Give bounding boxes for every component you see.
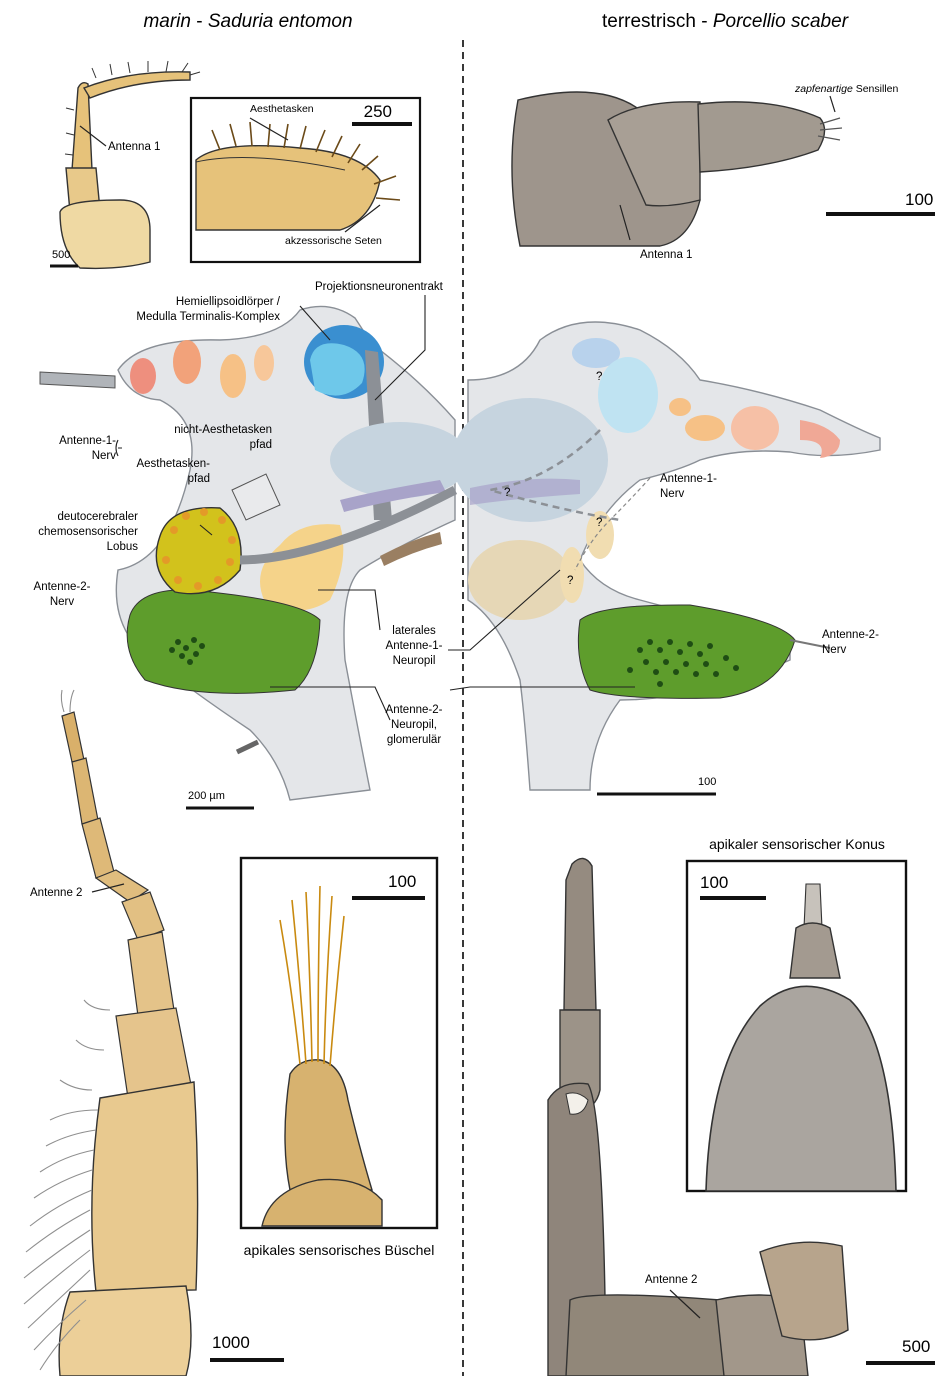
antenna2-left-drawing	[24, 690, 198, 1376]
inset-konus	[687, 861, 906, 1191]
lateral-label-2: Antenne-1-	[386, 640, 443, 652]
akzessorische-label: akzessorische Seten	[285, 235, 382, 247]
aesthetasken-label: Aesthetasken	[250, 103, 314, 115]
scale-1000-label: 1000	[212, 1333, 250, 1352]
aesth-pfad-label-2: pfad	[188, 473, 210, 485]
antenna1-left-label: Antenna 1	[108, 141, 160, 153]
question-mark-4: ?	[567, 575, 573, 587]
question-mark-3: ?	[596, 517, 602, 529]
hemiellipsoid-label-2: Medulla Terminalis-Komplex	[136, 311, 280, 323]
projektion-label: Projektionsneuronentrakt	[315, 281, 444, 293]
antenne2-left-label: Antenne 2	[30, 887, 82, 899]
nicht-aesth-label-2: pfad	[250, 439, 272, 451]
a1nerv-left-label-2: Nerv	[92, 450, 117, 462]
scale-200um-label: 200 µm	[188, 790, 225, 802]
left-title: marin - Saduria entomon	[143, 11, 352, 32]
a1nerv-left-label: Antenne-1-	[59, 435, 116, 447]
zapfen-label: zapfenartige Sensillen	[794, 83, 898, 95]
a2neuropil-label: Antenne-2-	[386, 704, 443, 716]
scale-500-bottom-label: 500	[902, 1337, 930, 1356]
a2nerv-right-label-2: Nerv	[822, 644, 847, 656]
deuto-label: deutocerebraler	[57, 511, 138, 523]
deuto-label-2: chemosensorischer	[38, 526, 138, 538]
a1nerv-right-label-2: Nerv	[660, 488, 685, 500]
scale-500-top-label: 500	[52, 249, 70, 261]
a1nerv-right-label: Antenne-1-	[660, 473, 717, 485]
a2neuropil-label-3: glomerulär	[387, 734, 441, 746]
antenna1-left-drawing	[60, 61, 200, 268]
scale-100-brain-label: 100	[698, 776, 716, 788]
scale-100-top-label: 100	[905, 190, 933, 209]
hemiellipsoid-label: Hemiellipsoidlörper /	[176, 296, 281, 308]
question-mark-2: ?	[504, 487, 510, 499]
inset-buschel	[241, 858, 437, 1228]
aesth-pfad-label: Aesthetasken-	[136, 458, 210, 470]
a2nerv-left-label: Antenne-2-	[34, 581, 91, 593]
nicht-aesth-label: nicht-Aesthetasken	[174, 424, 272, 436]
right-title: terrestrisch - Porcellio scaber	[602, 11, 849, 32]
a2nerv-left-label-2: Nerv	[50, 596, 75, 608]
scale-100-inset-left-label: 100	[388, 872, 416, 891]
lateral-label: laterales	[392, 625, 436, 637]
apikal-buschel-caption: apikales sensorisches Büschel	[244, 1242, 435, 1258]
apikal-konus-caption: apikaler sensorischer Konus	[709, 836, 885, 852]
lateral-label-3: Neuropil	[393, 655, 436, 667]
scale-100-inset-right-label: 100	[700, 873, 728, 892]
deuto-label-3: Lobus	[107, 541, 139, 553]
a2nerv-right-label: Antenne-2-	[822, 629, 879, 641]
scale-250-label: 250	[364, 102, 392, 121]
antenna1-right-drawing	[512, 92, 842, 246]
question-mark-1: ?	[596, 371, 602, 383]
antenna1-right-label: Antenna 1	[640, 249, 692, 261]
brain-right	[452, 322, 880, 790]
a2neuropil-label-2: Neuropil,	[391, 719, 437, 731]
antenne2-right-label: Antenne 2	[645, 1274, 697, 1286]
